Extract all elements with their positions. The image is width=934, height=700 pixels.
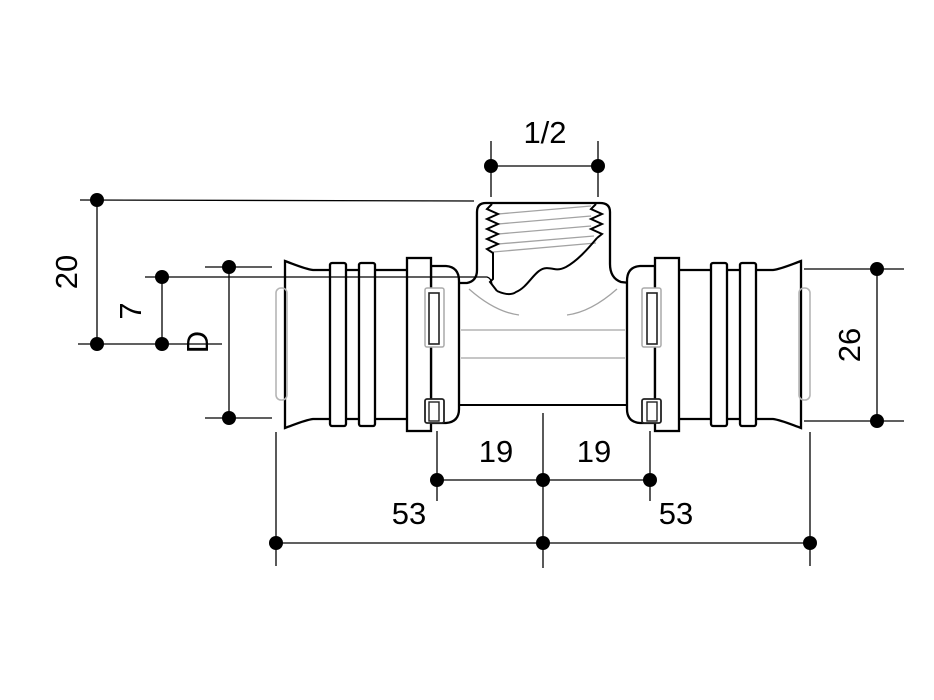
left-pipe-bore (275, 287, 288, 401)
thread-profile-left (484, 203, 501, 292)
dim-dot (90, 337, 104, 351)
dimension-26: 26 (804, 262, 904, 428)
thread-profile-right (588, 203, 605, 239)
center-body (455, 329, 630, 406)
dim-dot (870, 414, 884, 428)
left-sleeve-band-2 (357, 261, 377, 428)
dimension-7: 7 (113, 270, 493, 351)
right-press-sleeve (625, 256, 811, 433)
dim-dot (536, 473, 550, 487)
dim-label-19-right: 19 (577, 434, 611, 469)
dim-dot (536, 536, 550, 550)
dim-dot (222, 260, 236, 274)
left-sleeve-band-1 (328, 261, 348, 428)
dim-label-branch-height: 20 (49, 255, 84, 289)
dim-dot (484, 159, 498, 173)
left-press-sleeve (275, 256, 461, 433)
dim-dot (643, 473, 657, 487)
dim-dot (591, 159, 605, 173)
dim-dot (269, 536, 283, 550)
dim-dot (155, 270, 169, 284)
right-pipe-bore (798, 287, 811, 401)
left-window-bottom-inner (428, 401, 440, 422)
branch-bore-arc-right (566, 288, 618, 316)
dim-dot (222, 411, 236, 425)
dim-dot (803, 536, 817, 550)
dim-label-insert-offset: 7 (113, 302, 148, 319)
right-sleeve-band-1 (709, 261, 729, 428)
left-window-top-inner (428, 292, 440, 345)
dim-label-19-left: 19 (479, 434, 513, 469)
dim-label-53-right: 53 (659, 496, 693, 531)
dim-dot (90, 193, 104, 207)
dimension-D: D (180, 260, 272, 425)
right-window-top-inner (646, 292, 658, 345)
dimension-20: 20 (49, 193, 475, 351)
thread-hatch-lines (492, 205, 597, 253)
dim-dot (870, 262, 884, 276)
branch-break-line (496, 237, 598, 296)
branch-bore-arc-left (468, 288, 520, 316)
right-window-bottom-inner (646, 401, 658, 422)
branch-outline (456, 201, 631, 285)
dimension-19-pair: 19 19 (430, 431, 657, 501)
dim-label-pipe-diameter: D (180, 331, 215, 353)
threaded-branch (456, 201, 631, 316)
dim-label-53-left: 53 (392, 496, 426, 531)
dimension-53-pair: 53 53 (269, 432, 817, 566)
right-sleeve-band-2 (738, 261, 758, 428)
dim-dot (430, 473, 444, 487)
dim-label-outlet-diameter: 26 (832, 328, 867, 362)
dim-label-thread-size: 1/2 (523, 115, 566, 150)
dim-dot (155, 337, 169, 351)
dimension-half-inch: 1/2 (484, 115, 605, 197)
